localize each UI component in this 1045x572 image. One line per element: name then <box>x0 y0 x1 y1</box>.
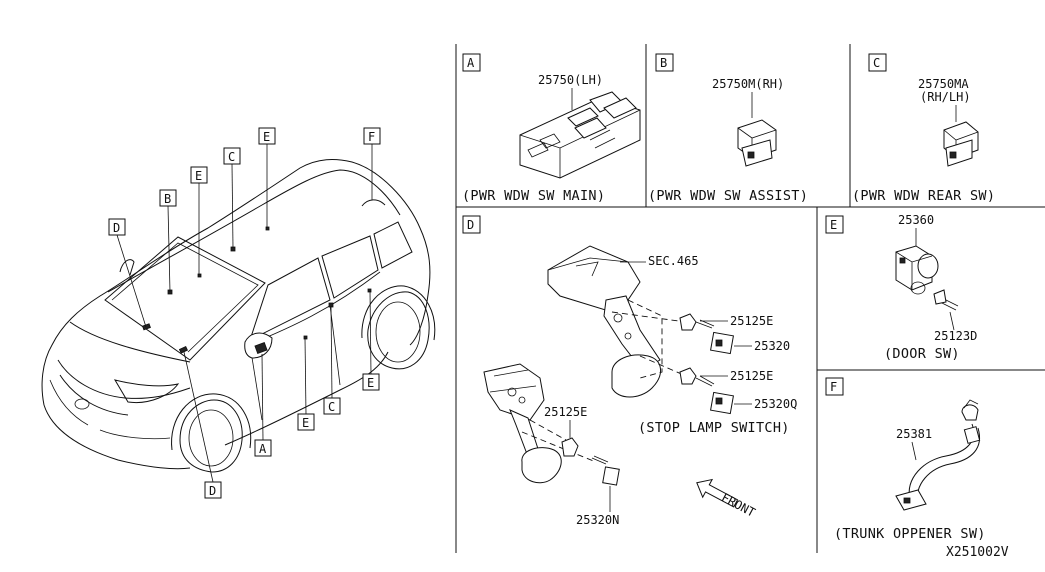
panel-caption: (PWR WDW REAR SW) <box>852 188 995 204</box>
trunk-opener-switch-drawing <box>895 399 981 511</box>
part-number: 25123D <box>934 329 977 343</box>
part-number: 25381 <box>896 427 932 441</box>
callout-letter: B <box>164 192 171 206</box>
panel-caption: (TRUNK OPPENER SW) <box>834 526 986 542</box>
panel-caption: (PWR WDW SW MAIN) <box>462 188 605 204</box>
power-window-main-switch-drawing <box>519 91 641 179</box>
callout-letter: C <box>228 150 235 164</box>
front-label: FRONT <box>719 490 757 519</box>
panel-d: D SEC.465 25125E 25320 <box>462 215 797 527</box>
callout-letter: F <box>368 130 375 144</box>
part-number: 25750MA <box>918 77 969 91</box>
part-number-variant: (RH/LH) <box>920 90 971 104</box>
part-number: 25320Q <box>754 397 797 411</box>
stop-lamp-switch-lower-drawing <box>679 367 734 415</box>
callout-letter: E <box>195 169 202 183</box>
section-reference: SEC.465 <box>648 254 699 268</box>
panel-caption: (STOP LAMP SWITCH) <box>638 420 790 436</box>
car-illustration <box>41 159 436 473</box>
panel-caption: (PWR WDW SW ASSIST) <box>648 188 808 204</box>
part-number: 25320N <box>576 513 619 527</box>
panel-letter: A <box>467 56 475 70</box>
power-window-rear-switch-drawing <box>943 121 979 167</box>
part-number: 25750(LH) <box>538 73 603 87</box>
part-number: 25125E <box>730 314 773 328</box>
part-number: 25125E <box>730 369 773 383</box>
part-number: 25750M(RH) <box>712 77 784 91</box>
panel-c: C 25750MA (RH/LH) (PWR WDW REAR SW) <box>852 53 995 204</box>
callout-letter: E <box>302 416 309 430</box>
callout-letter: A <box>259 442 267 456</box>
callout-letter: C <box>328 400 335 414</box>
panel-letter: B <box>660 56 667 70</box>
power-window-assist-switch-drawing <box>737 119 777 167</box>
callout-letter: E <box>263 130 270 144</box>
panel-letter: C <box>873 56 880 70</box>
panel-letter: E <box>830 218 837 232</box>
part-number: 25360 <box>898 213 934 227</box>
panel-letter: D <box>467 218 474 232</box>
door-switch-drawing <box>895 245 959 311</box>
panel-a: A 25750(LH) (PWR WDW SW MAIN) <box>462 53 641 204</box>
stop-lamp-switch-n-drawing <box>561 437 620 486</box>
part-number: 25320 <box>754 339 790 353</box>
car-callouts: D B E C E F A E C E <box>108 127 381 499</box>
panel-e: E 25360 25123D (DOOR SW) <box>825 213 977 362</box>
panel-caption: (DOOR SW) <box>884 346 960 362</box>
panel-letter: F <box>830 380 837 394</box>
panel-dividers <box>455 44 1045 553</box>
clutch-pedal-assembly-drawing <box>483 363 562 484</box>
brake-pedal-assembly-drawing <box>547 245 661 398</box>
stop-lamp-switch-upper-drawing <box>679 313 734 355</box>
callout-letter: E <box>367 376 374 390</box>
diagram-code: X251002V <box>946 545 1009 560</box>
panel-b: B 25750M(RH) (PWR WDW SW ASSIST) <box>648 53 808 204</box>
callout-box <box>108 218 126 236</box>
callout-letter: D <box>209 484 216 498</box>
front-direction-arrow <box>696 478 739 508</box>
callout-letter: D <box>113 221 120 235</box>
part-number: 25125E <box>544 405 587 419</box>
panel-f: F 25381 (TRUNK OPPENER SW) <box>825 377 986 542</box>
